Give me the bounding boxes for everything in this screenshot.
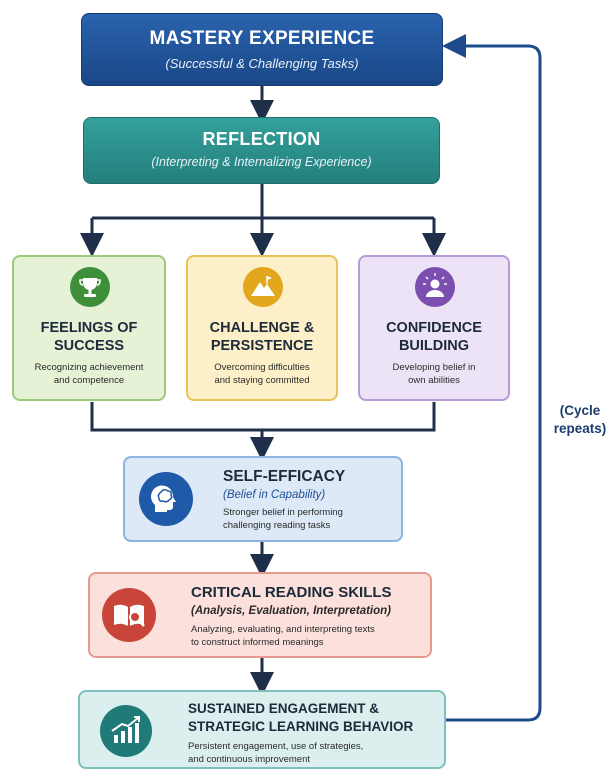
cycle-repeats-label: (Cycle repeats): [548, 402, 612, 438]
confidence-desc-line2: own abilities: [408, 375, 460, 386]
head-brain-icon: [139, 472, 193, 526]
critical-title: CRITICAL READING SKILLS: [191, 584, 392, 601]
reflection-box: REFLECTION (Interpreting & Internalizing…: [83, 117, 440, 184]
confidence-desc-line1: Developing belief in: [392, 362, 476, 373]
trophy-icon: [70, 267, 110, 307]
feelings-desc-line2: and competence: [53, 375, 125, 386]
challenge-desc-line2: and staying committed: [214, 375, 310, 386]
book-magnifier-icon: [102, 588, 156, 642]
self-efficacy-box: SELF-EFFICACY (Belief in Capability) Str…: [123, 456, 403, 542]
critical-reading-skills-box: CRITICAL READING SKILLS (Analysis, Evalu…: [88, 572, 432, 658]
feelings-of-success-box: FEELINGS OF SUCCESS Recognizing achievem…: [12, 255, 166, 401]
feelings-title-line1: FEELINGS OF: [40, 320, 138, 336]
cycle-label-line2: repeats): [553, 421, 607, 436]
arrow-merge: [90, 402, 436, 432]
sustained-title-line2: STRATEGIC LEARNING BEHAVIOR: [188, 719, 414, 734]
cycle-label-line1: (Cycle: [559, 403, 601, 418]
challenge-title-line2: PERSISTENCE: [210, 338, 314, 354]
mountain-flag-icon: [243, 267, 283, 307]
self-efficacy-desc-line1: Stronger belief in performing: [223, 507, 343, 518]
reflection-title: REFLECTION: [202, 129, 321, 149]
critical-desc-line2: to construct informed meanings: [191, 637, 324, 648]
challenge-title-line1: CHALLENGE &: [209, 320, 315, 336]
confidence-title-line1: CONFIDENCE: [386, 320, 482, 336]
reflection-subtitle: (Interpreting & Internalizing Experience…: [151, 155, 372, 169]
sustained-title-line1: SUSTAINED ENGAGEMENT &: [188, 701, 380, 716]
critical-subtitle: (Analysis, Evaluation, Interpretation): [191, 605, 392, 617]
critical-desc-line1: Analyzing, evaluating, and interpreting …: [191, 624, 375, 635]
person-rays-icon: [415, 267, 455, 307]
mastery-subtitle: (Successful & Challenging Tasks): [165, 56, 359, 71]
self-efficacy-subtitle: (Belief in Capability): [223, 489, 326, 501]
mastery-title: MASTERY EXPERIENCE: [149, 28, 375, 49]
sustained-desc-line2: and continuous improvement: [188, 754, 310, 765]
confidence-title-line2: BUILDING: [398, 338, 470, 354]
challenge-desc-line1: Overcoming difficulties: [214, 362, 310, 373]
sustained-desc-line1: Persistent engagement, use of strategies…: [188, 741, 364, 752]
challenge-persistence-box: CHALLENGE & PERSISTENCE Overcoming diffi…: [186, 255, 338, 401]
mastery-experience-box: MASTERY EXPERIENCE (Successful & Challen…: [81, 13, 443, 86]
feelings-desc-line1: Recognizing achievement: [34, 362, 144, 373]
confidence-building-box: CONFIDENCE BUILDING Developing belief in…: [358, 255, 510, 401]
self-efficacy-title: SELF-EFFICACY: [223, 468, 346, 485]
feelings-title-line2: SUCCESS: [53, 338, 125, 354]
sustained-engagement-box: SUSTAINED ENGAGEMENT & STRATEGIC LEARNIN…: [78, 690, 446, 769]
self-efficacy-desc-line2: challenging reading tasks: [223, 520, 331, 531]
growth-chart-icon: [100, 705, 152, 757]
cycle-loop-arrow: [442, 34, 542, 722]
